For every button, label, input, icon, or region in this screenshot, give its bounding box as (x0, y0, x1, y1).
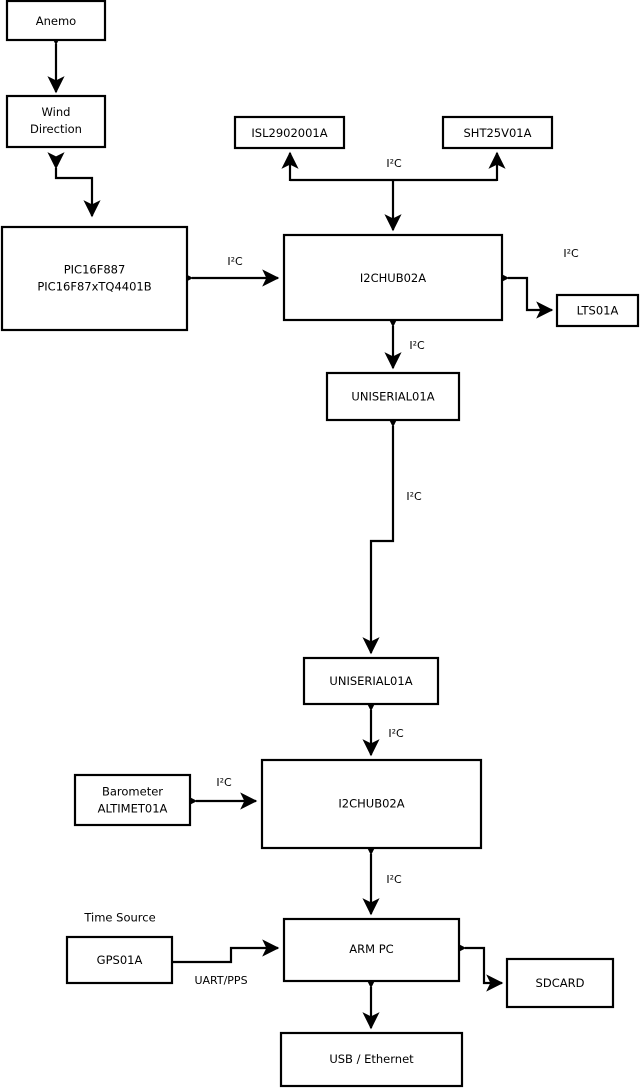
edge-uniserial-link (362, 410, 402, 655)
node-sdcard-rect (505, 957, 615, 1009)
node-sht25v01a-label: SHT25V01A (464, 126, 532, 140)
node-wind-direction-label-line2: Direction (30, 122, 82, 136)
node-wind-direction-label-line1: Wind (42, 105, 71, 119)
node-pic-label-line1: PIC16F887 (64, 263, 126, 277)
node-uniserial01a-bottom-rect (302, 656, 440, 706)
edge-label-hub-lts: I²C (563, 247, 579, 260)
edge-gps-armpc (172, 939, 280, 964)
node-barometer-label-line1: Barometer (102, 785, 163, 799)
node-sht25v01a[interactable]: SHT25V01A (441, 115, 554, 150)
node-pic-rect (0, 225, 189, 332)
node-i2chub02a-bottom-rect (260, 758, 483, 850)
node-isl2902001a-rect (233, 115, 346, 150)
node-gps01a-label: GPS01A (97, 953, 143, 967)
node-barometer-label-line2: ALTIMET01A (98, 802, 168, 816)
node-barometer[interactable]: Barometer ALTIMET01A (73, 773, 192, 827)
node-uniserial01a-top[interactable]: UNISERIAL01A (325, 371, 461, 422)
node-i2chub02a-top-label: I2CHUB02A (360, 271, 426, 285)
node-sht25v01a-rect (441, 115, 554, 150)
node-i2chub02a-bottom[interactable]: I2CHUB02A (260, 758, 483, 850)
node-anemo-label: Anemo (36, 14, 76, 28)
node-wind-direction-rect (5, 94, 107, 149)
node-uniserial01a-top-label: UNISERIAL01A (351, 390, 434, 404)
edge-label-gps-arm: UART/PPS (194, 974, 247, 987)
node-anemo[interactable]: Anemo (5, 0, 107, 42)
node-usb-ethernet-rect (279, 1031, 464, 1088)
node-sdcard[interactable]: SDCARD (505, 957, 615, 1009)
edge-label-hub-sensors: I²C (386, 157, 402, 170)
node-i2chub02a-top[interactable]: I2CHUB02A (282, 233, 504, 322)
node-lts01a[interactable]: LTS01A (555, 293, 640, 328)
node-arm-pc[interactable]: ARM PC (282, 917, 461, 983)
node-uniserial01a-bottom[interactable]: UNISERIAL01A (302, 656, 440, 706)
edge-label-hub-uniserial: I²C (409, 339, 425, 352)
node-usb-ethernet[interactable]: USB / Ethernet (279, 1031, 464, 1088)
node-uniserial01a-bottom-label: UNISERIAL01A (329, 674, 412, 688)
node-sdcard-label: SDCARD (536, 976, 585, 990)
edge-label-pic-hub: I²C (227, 255, 243, 268)
node-uniserial01a-top-rect (325, 371, 461, 422)
edge-armpc-sdcard (449, 939, 504, 992)
label-time-source: Time Source (83, 911, 155, 925)
node-lts01a-label: LTS01A (577, 304, 619, 318)
node-i2chub02a-top-rect (282, 233, 504, 322)
edge-label-barometer-hub: I²C (216, 776, 232, 789)
edge-label-uniserial-hub-bot: I²C (388, 727, 404, 740)
node-barometer-rect (73, 773, 192, 827)
node-gps01a-rect (65, 935, 174, 985)
edge-hubtop-lts (492, 269, 554, 319)
node-pic[interactable]: PIC16F887 PIC16F87xTQ4401B (0, 225, 189, 332)
node-arm-pc-rect (282, 917, 461, 983)
edge-wind-pic (47, 152, 101, 218)
node-isl2902001a-label: ISL2902001A (251, 126, 327, 140)
node-isl2902001a[interactable]: ISL2902001A (233, 115, 346, 150)
node-i2chub02a-bottom-label: I2CHUB02A (338, 797, 404, 811)
edge-label-hub-arm: I²C (386, 873, 402, 886)
node-pic-label-line2: PIC16F87xTQ4401B (37, 280, 151, 294)
node-anemo-rect (5, 0, 107, 42)
node-gps01a[interactable]: GPS01A (65, 935, 174, 985)
node-arm-pc-label: ARM PC (349, 942, 393, 956)
node-usb-ethernet-label: USB / Ethernet (329, 1052, 414, 1066)
edge-label-uniserial-link: I²C (406, 490, 422, 503)
node-lts01a-rect (555, 293, 640, 328)
node-wind-direction[interactable]: Wind Direction (5, 94, 107, 149)
